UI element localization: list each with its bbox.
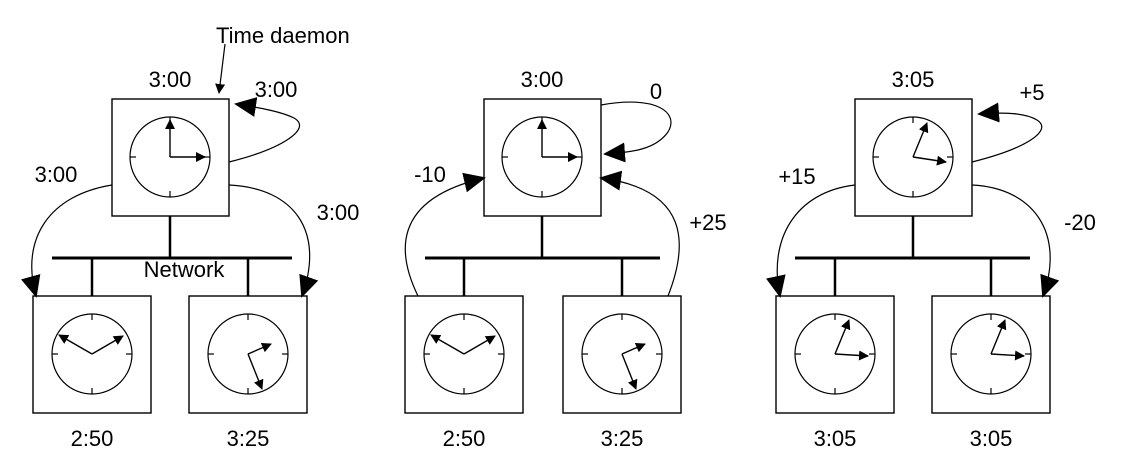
daemon-time: 3:00 [149, 67, 192, 92]
left-arrow [766, 184, 856, 298]
pointer-arrow-icon [215, 43, 226, 94]
left-arrow [404, 172, 486, 297]
machine-left-time: 3:05 [814, 426, 857, 451]
left-value: +15 [778, 164, 815, 189]
machine-left-time: 2:50 [443, 426, 486, 451]
self-value: 0 [650, 79, 662, 104]
clock-icon [207, 313, 289, 395]
daemon-label: Time daemon [216, 23, 350, 48]
network-label: Network [144, 257, 226, 282]
self-value: 3:00 [255, 77, 298, 102]
right-value: 3:00 [317, 200, 360, 225]
clock-icon [581, 313, 663, 395]
machine-right-time: 3:05 [970, 426, 1013, 451]
clock-icon [51, 313, 133, 395]
daemon-time: 3:00 [521, 67, 564, 92]
stage-3: 3:05 +5 +15 -20 3:05 3:05 [766, 67, 1096, 451]
daemon-time: 3:05 [892, 67, 935, 92]
clock-icon [872, 116, 954, 198]
clock-icon [950, 313, 1032, 395]
clock-icon [501, 116, 583, 198]
right-arrow [971, 184, 1060, 298]
self-loop-arrow [971, 102, 1043, 163]
left-value: 3:00 [35, 162, 78, 187]
stage-1: Time daemon 3:00 3:00 3:00 3:00 Network … [21, 23, 360, 451]
right-value: +25 [689, 210, 726, 235]
left-arrow [21, 184, 113, 298]
clock-icon [129, 116, 211, 198]
self-loop-arrow [600, 101, 672, 163]
self-loop-arrow [228, 97, 301, 163]
clock-icon [794, 313, 876, 395]
stage-2: 3:00 0 -10 +25 2:50 3:25 [404, 67, 727, 451]
right-arrow [599, 170, 680, 297]
machine-right-time: 3:25 [601, 426, 644, 451]
clock-icon [423, 313, 505, 395]
right-arrow [228, 184, 319, 298]
machine-right-time: 3:25 [227, 426, 270, 451]
right-value: -20 [1064, 210, 1096, 235]
machine-left-time: 2:50 [71, 426, 114, 451]
left-value: -10 [414, 162, 446, 187]
self-value: +5 [1019, 80, 1044, 105]
